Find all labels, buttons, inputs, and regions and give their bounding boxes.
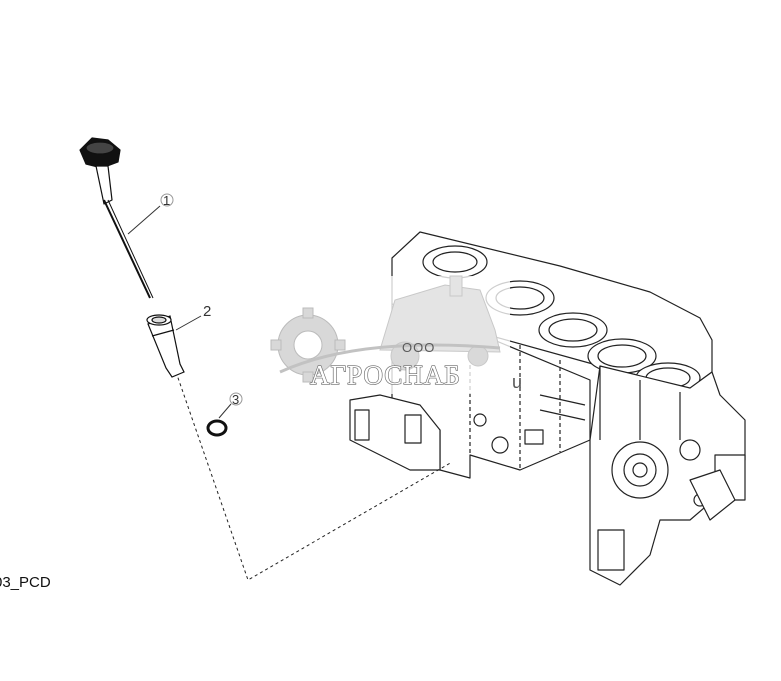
assembly-dashed-line — [175, 371, 453, 581]
callout-3-circle — [229, 392, 243, 406]
watermark-suffix: u — [512, 372, 522, 392]
callout-3-leader — [218, 403, 232, 419]
callout-1-leader — [127, 205, 161, 235]
callout-2-number: 2 — [203, 303, 211, 320]
callout-2-leader — [175, 315, 202, 331]
o-ring-part — [206, 419, 228, 437]
harvester-icon — [379, 275, 501, 371]
dipstick-tube-part — [146, 314, 185, 378]
swoosh — [279, 343, 501, 374]
dipstick-part — [79, 137, 154, 299]
watermark: ООО АГРОСНАБ u — [268, 275, 522, 394]
figure-id: 03_PCD — [0, 574, 51, 591]
watermark-brand: АГРОСНАБ — [310, 360, 461, 390]
callout-1-circle — [160, 193, 174, 207]
gear-icon — [270, 307, 346, 383]
watermark-company: ООО — [402, 340, 435, 355]
callout-1-number: 1 — [163, 193, 170, 208]
callout-3-number: 3 — [232, 392, 239, 407]
